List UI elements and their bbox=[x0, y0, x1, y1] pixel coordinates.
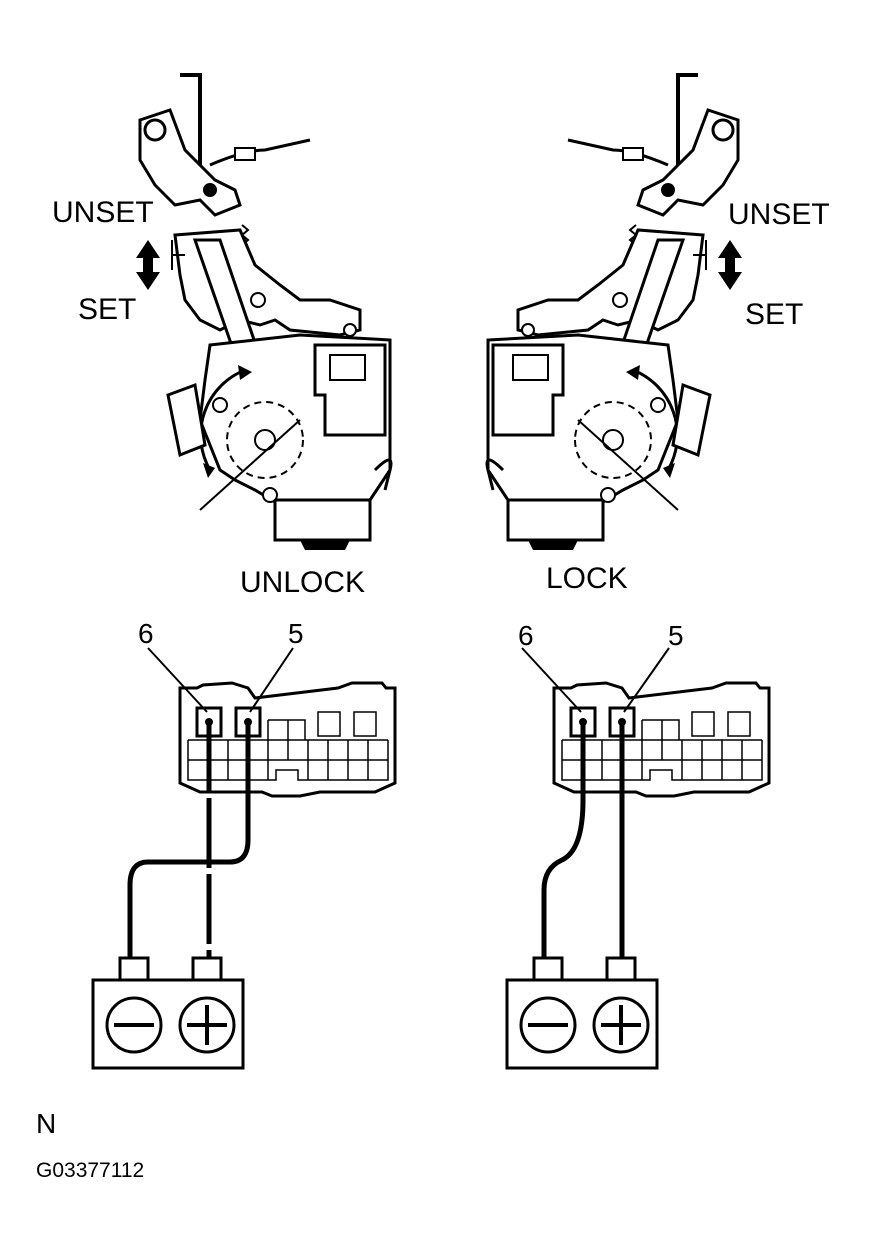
right-wiring bbox=[541, 722, 625, 958]
left-pin-6-label: 6 bbox=[138, 618, 154, 649]
code-letter: N bbox=[36, 1108, 57, 1139]
right-pin-5-label: 5 bbox=[668, 620, 684, 651]
right-battery bbox=[505, 956, 659, 1070]
left-lock-mechanism bbox=[134, 73, 393, 552]
right-set-label: SET bbox=[745, 298, 804, 331]
right-lock-mechanism bbox=[485, 73, 744, 552]
left-connector bbox=[147, 647, 397, 798]
right-unset-label: UNSET bbox=[728, 198, 830, 231]
left-unset-label: UNSET bbox=[52, 196, 154, 229]
left-wiring bbox=[127, 722, 251, 958]
left-pin-5-label: 5 bbox=[288, 618, 304, 649]
figure-id: G03377112 bbox=[36, 1159, 145, 1182]
right-state-label: LOCK bbox=[546, 562, 628, 595]
left-state-label: UNLOCK bbox=[240, 566, 366, 599]
left-battery bbox=[91, 956, 245, 1070]
right-pin-6-label: 6 bbox=[518, 620, 534, 651]
left-set-label: SET bbox=[78, 293, 137, 326]
right-connector bbox=[521, 647, 771, 798]
